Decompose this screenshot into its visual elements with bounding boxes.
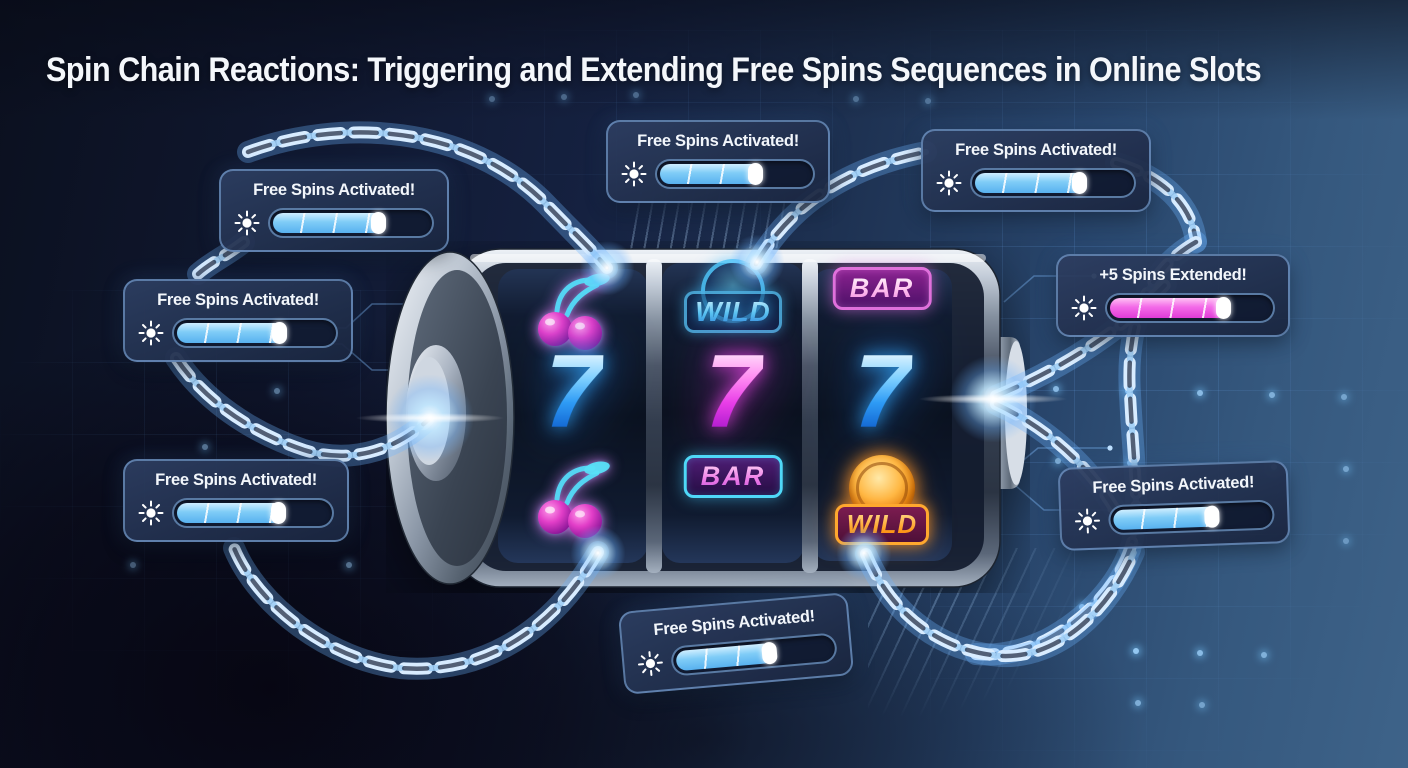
notification-card: Free Spins Activated!	[617, 592, 855, 695]
progress-bar	[670, 632, 839, 677]
grid-node-dot	[130, 562, 136, 568]
grid-node-dot	[853, 96, 859, 102]
progress-fill	[660, 163, 763, 185]
sun-burst-icon	[138, 320, 164, 346]
notification-card: Free Spins Activated!	[1057, 460, 1291, 551]
sun-burst-icon	[234, 210, 260, 236]
notification-text: Free Spins Activated!	[955, 141, 1117, 159]
grid-node-dot	[1269, 392, 1275, 398]
progress-bar	[268, 208, 434, 238]
grid-node-dot	[1197, 390, 1203, 396]
grid-node-dot	[346, 562, 352, 568]
sun-burst-icon	[1071, 295, 1097, 321]
grid-node-dot	[561, 94, 567, 100]
notification-card: Free Spins Activated!	[123, 279, 353, 362]
grid-node-dot	[202, 444, 208, 450]
page-title: Spin Chain Reactions: Triggering and Ext…	[46, 50, 1262, 89]
grid-node-dot	[1055, 458, 1061, 464]
sun-burst-icon	[1074, 508, 1100, 534]
grid-node-dot	[1125, 388, 1131, 394]
grid-node-dot	[1343, 538, 1349, 544]
notification-text: Free Spins Activated!	[1092, 473, 1255, 497]
notification-text: Free Spins Activated!	[253, 181, 415, 199]
progress-fill	[177, 502, 286, 524]
grid-node-dot	[1079, 604, 1085, 610]
notification-text: Free Spins Activated!	[155, 471, 317, 489]
notification-card: Free Spins Activated!	[219, 169, 449, 252]
notification-card: Free Spins Activated!	[606, 120, 830, 203]
notification-card: Free Spins Activated!	[123, 459, 349, 542]
progress-fill	[1110, 297, 1231, 319]
progress-fill	[1113, 506, 1219, 531]
notification-text: Free Spins Activated!	[637, 132, 799, 150]
progress-bar	[172, 498, 334, 528]
grid-node-dot	[489, 96, 495, 102]
notification-card: +5 Spins Extended!	[1056, 254, 1290, 337]
progress-fill	[975, 172, 1087, 194]
notification-card: Free Spins Activated!	[921, 129, 1151, 212]
grid-node-dot	[633, 92, 639, 98]
grid-node-dot	[1135, 700, 1141, 706]
grid-node-dot	[1199, 702, 1205, 708]
sun-burst-icon	[138, 500, 164, 526]
grid-node-dot	[1341, 394, 1347, 400]
notification-text: Free Spins Activated!	[157, 291, 319, 309]
grid-node-dot	[1343, 466, 1349, 472]
grid-node-dot	[1261, 652, 1267, 658]
progress-fill	[675, 642, 777, 672]
grid-node-dot	[274, 388, 280, 394]
grid-node-dot	[1053, 386, 1059, 392]
progress-bar	[1105, 293, 1275, 323]
grid-node-dot	[1133, 648, 1139, 654]
progress-fill	[177, 322, 288, 344]
slot-machine	[386, 241, 1030, 593]
progress-bar	[655, 159, 815, 189]
sun-burst-icon	[621, 161, 647, 187]
notification-text: +5 Spins Extended!	[1099, 266, 1247, 284]
progress-bar	[172, 318, 338, 348]
grid-node-dot	[925, 98, 931, 104]
sun-burst-icon	[936, 170, 962, 196]
progress-fill	[273, 212, 387, 234]
progress-bar	[970, 168, 1136, 198]
sun-burst-icon	[637, 651, 663, 676]
grid-node-dot	[1197, 650, 1203, 656]
progress-bar	[1107, 499, 1275, 536]
